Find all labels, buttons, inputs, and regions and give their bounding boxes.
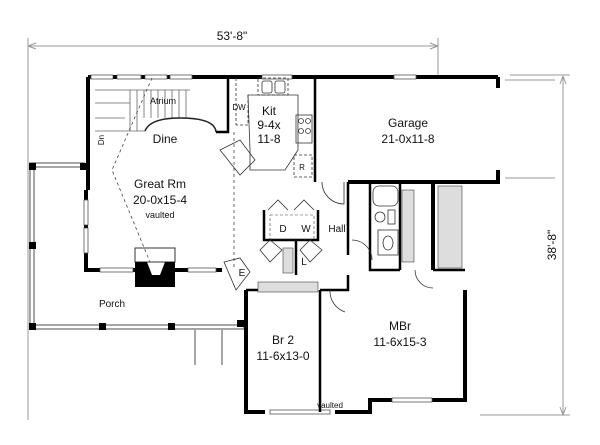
garage-label: Garage	[388, 116, 428, 130]
door-swings	[223, 181, 434, 313]
great-room-note: vaulted	[145, 210, 174, 220]
interior-walls	[216, 77, 465, 412]
br2-size: 11-6x13-0	[256, 349, 309, 363]
hall-label: Hall	[328, 224, 345, 235]
vault-lines	[111, 77, 235, 270]
atrium-stair	[95, 89, 217, 133]
br2-note: vaulted	[317, 401, 343, 410]
dishwasher-label: DW	[232, 103, 246, 112]
width-dimension	[27, 38, 439, 420]
depth-dimension	[480, 74, 570, 416]
washer-label: W	[301, 224, 311, 235]
great-room-size: 20-0x15-4	[133, 193, 187, 207]
linen-label: L	[301, 257, 307, 268]
depth-dimension-label: 38'-8"	[545, 230, 559, 261]
dryer-label: D	[279, 224, 286, 235]
entry-closet-label: E	[239, 268, 246, 279]
closets	[257, 185, 463, 293]
refrigerator-label: R	[299, 163, 305, 172]
mbr-label: MBr	[389, 319, 411, 333]
windows	[83, 74, 433, 415]
garage-size: 21-0x11-8	[381, 132, 434, 146]
fireplace	[134, 247, 176, 287]
mbr-size: 11-6x15-3	[373, 335, 426, 349]
kitchen-size-line1: 9-4x	[257, 118, 280, 132]
bath-fixtures	[372, 185, 399, 256]
kitchen-label: Kit	[262, 104, 277, 118]
dine-label: Dine	[153, 132, 178, 146]
kitchen-size-line2: 11-8	[257, 132, 280, 146]
width-dimension-label: 53'-8"	[217, 29, 248, 43]
down-stair-label: Dn	[97, 135, 106, 145]
atrium-label: Atrium	[150, 96, 176, 106]
kitchen-fixtures	[219, 77, 313, 178]
porch-posts	[29, 163, 244, 330]
br2-label: Br 2	[272, 333, 294, 347]
porch-label: Porch	[99, 299, 125, 310]
great-room-label: Great Rm	[134, 177, 186, 191]
